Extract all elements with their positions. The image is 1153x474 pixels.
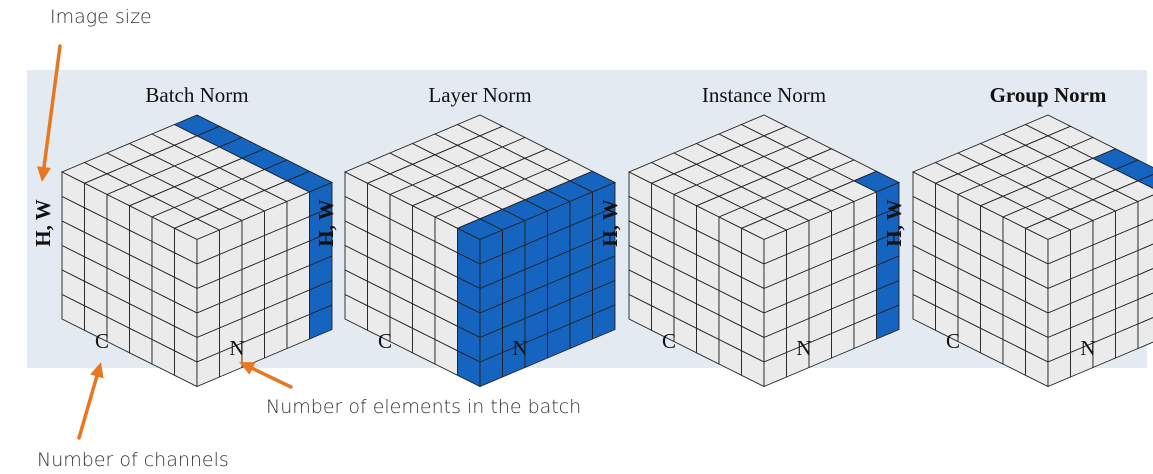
axis-label-hw: H, W — [882, 199, 906, 246]
annotation-channels: Number of channels — [37, 449, 229, 471]
axis-label-n: N — [1080, 336, 1095, 360]
cube-cell-front — [1137, 243, 1153, 276]
cube-cell-top — [1136, 173, 1153, 189]
panel-title: Instance Norm — [702, 83, 826, 107]
axis-label-hw: H, W — [598, 199, 622, 246]
cube-cell-front — [1137, 292, 1153, 325]
axis-label-c: C — [662, 329, 676, 353]
cube-cell-front — [1137, 317, 1153, 350]
axis-label-n: N — [512, 336, 527, 360]
arrow-channels — [77, 362, 104, 440]
panel-title: Layer Norm — [428, 83, 531, 107]
cube-cell-front — [309, 304, 333, 340]
panel-title: Group Norm — [990, 83, 1107, 107]
annotation-image-size: Image size — [50, 6, 152, 28]
axis-label-c: C — [946, 329, 960, 353]
cube-cell-front — [1137, 268, 1153, 301]
cube-cell-top — [1114, 180, 1153, 202]
cube-cell-front — [592, 304, 616, 340]
axis-label-c: C — [378, 329, 392, 353]
cube-cell-top — [1114, 159, 1153, 182]
axis-label-n: N — [796, 336, 811, 360]
arrow-batch-elements — [239, 362, 293, 389]
axis-label-hw: H, W — [314, 199, 338, 246]
arrow-image-size — [37, 44, 62, 182]
annotation-batch-elements: Number of elements in the batch — [266, 396, 582, 418]
axis-label-n: N — [229, 336, 244, 360]
axis-label-c: C — [95, 329, 109, 353]
panel-title: Batch Norm — [145, 83, 248, 107]
cube-cell-front — [1137, 194, 1153, 227]
cube-cell-front — [876, 304, 900, 340]
cube-cell-front — [1137, 219, 1153, 252]
axis-label-hw: H, W — [31, 199, 55, 246]
